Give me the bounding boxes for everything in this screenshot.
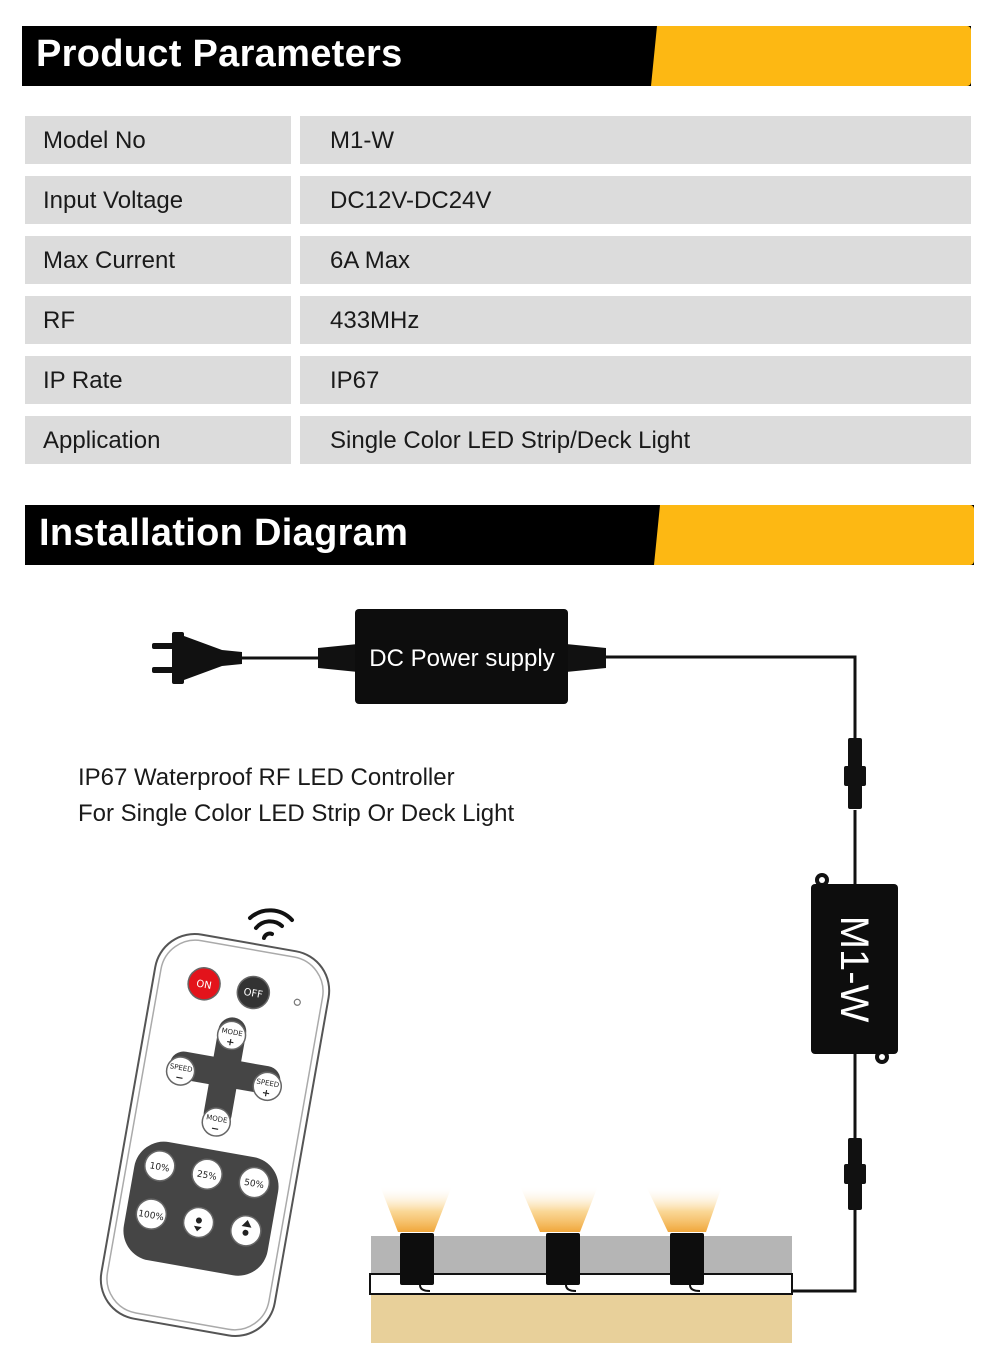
power-supply-label: DC Power supply <box>369 645 554 672</box>
param-value: 6A Max <box>300 236 971 284</box>
level-100-label: 100% <box>137 1209 165 1223</box>
wires <box>240 655 857 1293</box>
speed-left-minus: − <box>174 1072 184 1084</box>
speed-right-label: SPEED <box>256 1077 280 1089</box>
param-label: Model No <box>25 116 291 164</box>
connector-icon <box>844 1138 866 1210</box>
controller-label: M1-W <box>832 916 876 1023</box>
connector-icon <box>844 738 866 809</box>
controller-description-line2: For Single Color LED Strip Or Deck Light <box>78 800 515 827</box>
table-row: Application Single Color LED Strip/Deck … <box>25 416 971 464</box>
wireless-signal-icon <box>248 908 294 940</box>
param-label: IP Rate <box>25 356 291 404</box>
param-label: Application <box>25 416 291 464</box>
level-10-label: 10% <box>149 1161 171 1174</box>
param-label: Max Current <box>25 236 291 284</box>
controller-description-line1: IP67 Waterproof RF LED Controller <box>78 764 455 791</box>
deck-illustration <box>369 1186 793 1343</box>
product-parameters-banner: Product Parameters <box>22 26 971 86</box>
table-row: Model No M1-W <box>25 116 971 164</box>
param-label: RF <box>25 296 291 344</box>
level-25-label: 25% <box>196 1170 218 1183</box>
mode-down-label: MODE <box>206 1113 228 1125</box>
mode-up-plus: + <box>225 1037 235 1049</box>
param-value: DC12V-DC24V <box>300 176 971 224</box>
banner-accent <box>654 505 974 565</box>
table-row: RF 433MHz <box>25 296 971 344</box>
table-row: IP Rate IP67 <box>25 356 971 404</box>
installation-diagram-title: Installation Diagram <box>39 512 409 554</box>
mode-down-minus: − <box>210 1123 220 1135</box>
table-row: Max Current 6A Max <box>25 236 971 284</box>
installation-diagram-banner: Installation Diagram <box>25 505 974 565</box>
speed-left-label: SPEED <box>169 1062 193 1074</box>
param-value: 433MHz <box>300 296 971 344</box>
param-value: M1-W <box>300 116 971 164</box>
mode-up-label: MODE <box>221 1027 243 1039</box>
banner-accent <box>651 26 971 86</box>
controller-box <box>811 873 898 1064</box>
product-parameters-title: Product Parameters <box>36 33 403 75</box>
table-row: Input Voltage DC12V-DC24V <box>25 176 971 224</box>
off-button-label: OFF <box>243 987 264 1001</box>
level-50-label: 50% <box>243 1178 265 1191</box>
wiring-diagram: ON OFF MODE MODE SPEED SPEED + − − + 10%… <box>99 609 898 1343</box>
remote-control: ON OFF MODE MODE SPEED SPEED + − − + 10%… <box>99 933 331 1337</box>
power-supply-box <box>318 609 606 704</box>
power-plug-icon <box>152 632 242 684</box>
speed-right-plus: + <box>261 1088 271 1100</box>
on-button-label: ON <box>195 979 212 993</box>
param-value: IP67 <box>300 356 971 404</box>
param-label: Input Voltage <box>25 176 291 224</box>
installation-diagram: ON OFF MODE MODE SPEED SPEED + − − + 10%… <box>0 590 1000 1365</box>
param-value: Single Color LED Strip/Deck Light <box>300 416 971 464</box>
